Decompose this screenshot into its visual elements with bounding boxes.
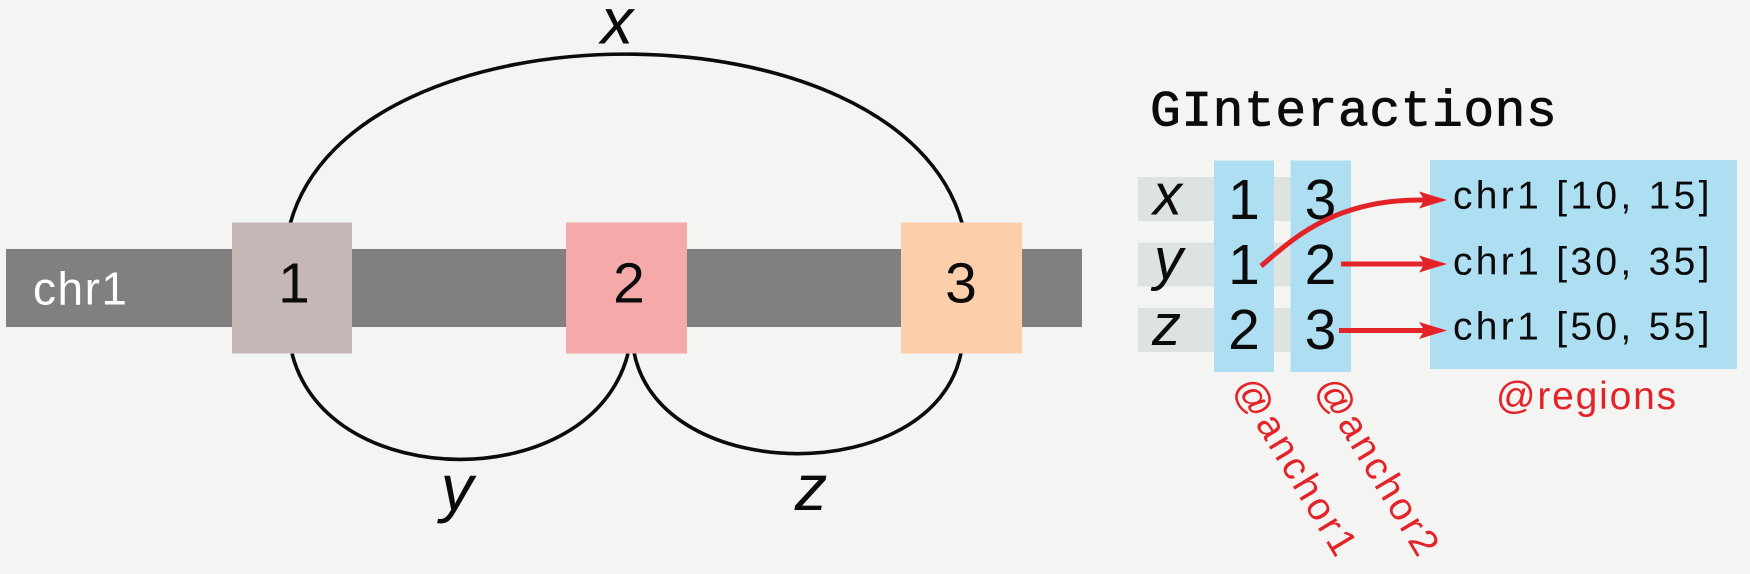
svg-text:chr1 [30, 35]: chr1 [30, 35] [1453,241,1713,284]
svg-text:y: y [1150,227,1186,292]
svg-text:2: 2 [1305,233,1337,297]
svg-text:chr1 [10, 15]: chr1 [10, 15] [1453,175,1713,218]
svg-text:@regions: @regions [1496,375,1678,418]
svg-text:x: x [1150,163,1184,228]
svg-text:1: 1 [278,252,310,316]
svg-text:1: 1 [1228,168,1260,232]
svg-text:z: z [794,451,828,524]
svg-text:y: y [437,451,477,524]
svg-text:3: 3 [945,252,977,316]
svg-text:chr1: chr1 [33,263,128,315]
svg-text:chr1 [50, 55]: chr1 [50, 55] [1453,306,1713,349]
svg-text:3: 3 [1305,298,1337,362]
svg-text:z: z [1151,293,1181,358]
svg-text:1: 1 [1228,233,1260,297]
svg-text:GInteractions: GInteractions [1150,84,1557,142]
svg-text:2: 2 [1228,298,1260,362]
svg-text:2: 2 [613,252,645,316]
svg-text:x: x [598,0,636,58]
